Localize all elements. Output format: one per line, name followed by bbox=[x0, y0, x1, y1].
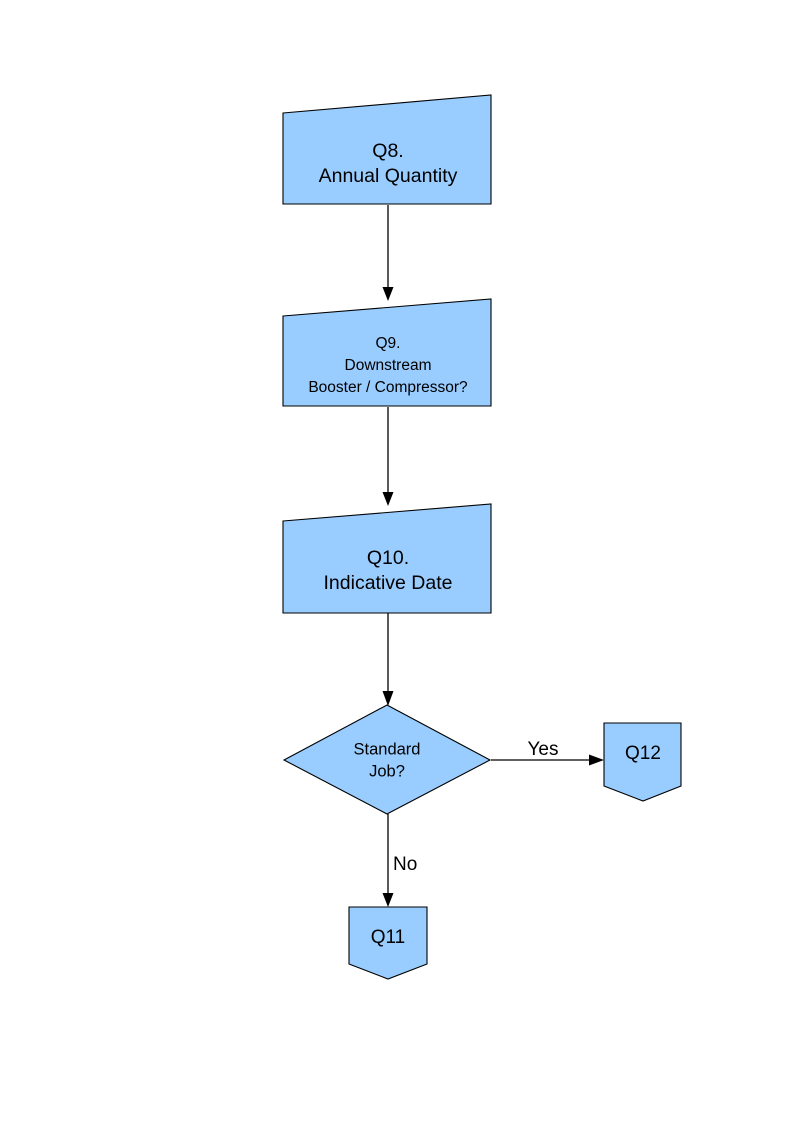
node-decision-standard-job[interactable]: Standard Job? bbox=[282, 704, 492, 815]
q11-label: Q11 bbox=[371, 927, 406, 948]
node-q8[interactable]: Q8. Annual Quantity bbox=[282, 94, 492, 205]
edge-q8-to-q9 bbox=[382, 205, 394, 301]
edge-decision-to-q12 bbox=[491, 754, 604, 766]
q10-line1: Q10. bbox=[367, 547, 409, 569]
node-q9[interactable]: Q9. Downstream Booster / Compressor? bbox=[282, 298, 492, 407]
edge-q10-to-decision bbox=[382, 613, 394, 706]
q11-shape bbox=[348, 906, 428, 980]
q8-line1: Q8. bbox=[372, 140, 403, 162]
q9-line3: Booster / Compressor? bbox=[308, 379, 468, 396]
q12-label: Q12 bbox=[625, 743, 661, 764]
edge-label-yes: Yes bbox=[528, 739, 559, 760]
node-q12[interactable]: Q12 bbox=[603, 722, 682, 802]
decision-line1: Standard bbox=[354, 740, 421, 758]
q9-line2: Downstream bbox=[345, 357, 432, 374]
node-q11[interactable]: Q11 bbox=[348, 906, 428, 980]
q9-line1: Q9. bbox=[376, 335, 401, 352]
q12-shape bbox=[603, 722, 682, 802]
q10-shape bbox=[282, 503, 492, 614]
decision-shape bbox=[282, 704, 492, 815]
q8-shape bbox=[282, 94, 492, 205]
q9-shape bbox=[282, 298, 492, 407]
q8-line2: Annual Quantity bbox=[319, 165, 458, 187]
edge-label-no: No bbox=[393, 854, 417, 875]
node-q10[interactable]: Q10. Indicative Date bbox=[282, 503, 492, 614]
edge-decision-to-q11 bbox=[382, 814, 394, 907]
edge-q9-to-q10 bbox=[382, 407, 394, 506]
q10-line2: Indicative Date bbox=[324, 572, 453, 594]
decision-line2: Job? bbox=[369, 762, 405, 780]
